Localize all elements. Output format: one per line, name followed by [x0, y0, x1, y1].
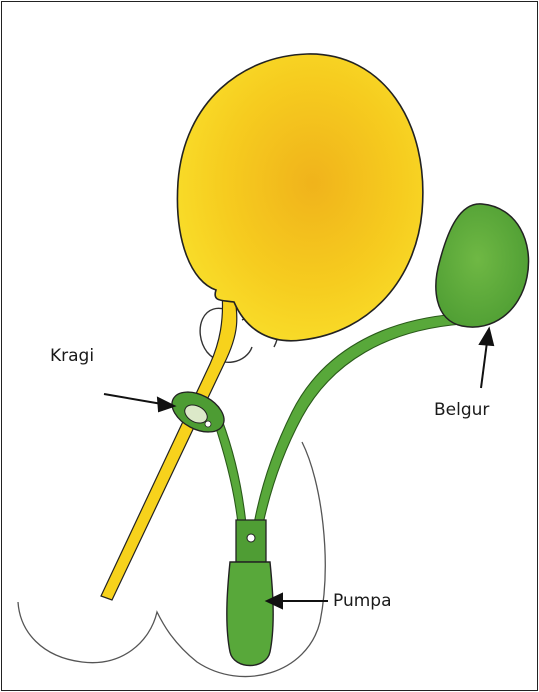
arrow-bulb [480, 329, 493, 388]
cylinder-stem [101, 292, 237, 600]
tube-from-bulb [254, 314, 462, 524]
bulb [436, 204, 529, 327]
body-outline [18, 442, 325, 677]
label-bulb: Belgur [434, 402, 489, 419]
label-collar: Kragi [50, 348, 94, 365]
pump [227, 520, 273, 666]
arrow-pump [267, 594, 328, 608]
label-pump: Pumpa [333, 593, 392, 610]
cylinder-balloon [177, 54, 422, 341]
arrow-collar [104, 394, 174, 411]
tube-from-collar [214, 420, 246, 524]
